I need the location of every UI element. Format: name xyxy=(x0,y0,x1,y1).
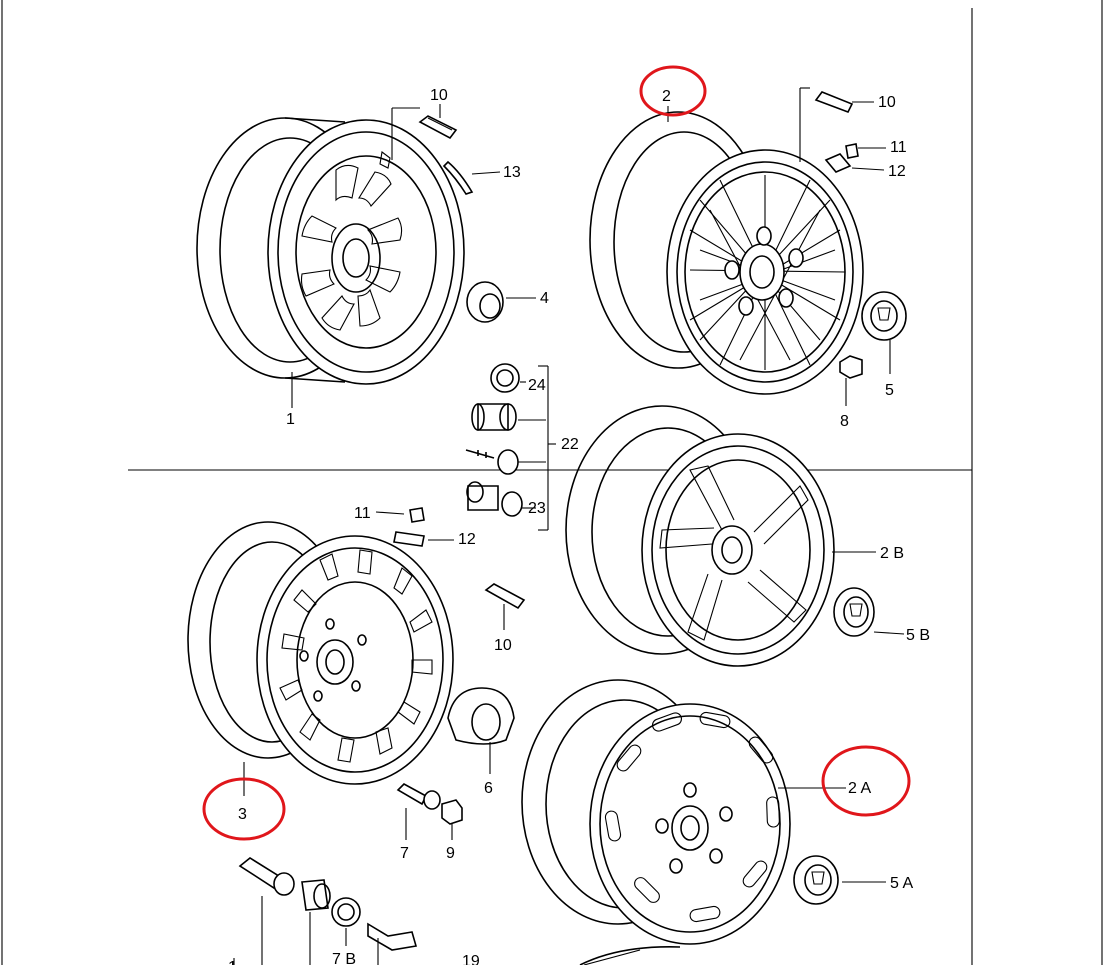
callout-11-lower: 11 xyxy=(354,505,371,522)
callout-10-top-left: 10 xyxy=(430,87,448,104)
callout-11-top: 11 xyxy=(890,139,907,156)
hub-cap-6 xyxy=(447,687,515,774)
wheel-2-drawing xyxy=(589,111,864,395)
balance-weight-11-top xyxy=(845,143,886,159)
callout-8: 8 xyxy=(840,413,849,430)
callout-3: 3 xyxy=(238,806,247,823)
callout-5: 5 xyxy=(885,382,894,399)
lug-nut-9 xyxy=(441,799,463,840)
callout-10-top-right: 10 xyxy=(878,94,896,111)
weight-13 xyxy=(442,160,501,195)
highlight-circle-2a xyxy=(821,745,911,817)
highlight-circle-3 xyxy=(202,777,286,841)
callout-9: 9 xyxy=(446,845,455,862)
valve-stem-10-top-left xyxy=(391,104,458,160)
callout-24: 24 xyxy=(528,377,546,394)
next-wheel-edge xyxy=(579,946,681,966)
wheel-2a-drawing xyxy=(521,679,846,945)
wheel-3-drawing xyxy=(187,521,454,796)
callout-5A: 5 A xyxy=(890,875,913,892)
clip-12-lower xyxy=(393,531,454,547)
callout-12-top: 12 xyxy=(888,163,906,180)
callout-5B: 5 B xyxy=(906,627,930,644)
callout-10-middle: 10 xyxy=(494,637,512,654)
lock-set-22 xyxy=(465,363,556,531)
callout-1: 1 xyxy=(286,411,295,428)
callout-7B: 7 B xyxy=(332,951,356,965)
callout-19: 19 xyxy=(462,953,480,965)
callout-2: 2 xyxy=(662,88,671,105)
valve-stem-10-top-right xyxy=(799,87,874,162)
lug-bolt-7 xyxy=(396,783,441,840)
wheel-2b-drawing xyxy=(565,405,876,667)
clip-12-top xyxy=(824,153,885,173)
callout-23: 23 xyxy=(528,500,546,517)
balance-weight-11-lower xyxy=(375,507,425,523)
callout-2A: 2 A xyxy=(848,780,871,797)
center-cap-5 xyxy=(861,291,907,374)
callout-13: 13 xyxy=(503,164,521,181)
callout-1-bottom: 1 xyxy=(228,959,237,965)
callout-2B: 2 B xyxy=(880,545,904,562)
center-cap-5b xyxy=(833,587,905,637)
highlight-circle-2 xyxy=(639,65,707,117)
hub-cap-4 xyxy=(466,281,536,323)
bottom-parts xyxy=(233,857,641,966)
callout-4: 4 xyxy=(540,290,549,307)
center-cap-5a xyxy=(793,855,886,905)
callout-12-lower: 12 xyxy=(458,531,476,548)
valve-stem-10-middle xyxy=(484,583,526,630)
lug-nut-8 xyxy=(839,355,863,406)
wheel-1-drawing xyxy=(196,117,465,385)
callout-6: 6 xyxy=(484,780,493,797)
callout-7: 7 xyxy=(400,845,409,862)
callout-22: 22 xyxy=(561,436,579,453)
